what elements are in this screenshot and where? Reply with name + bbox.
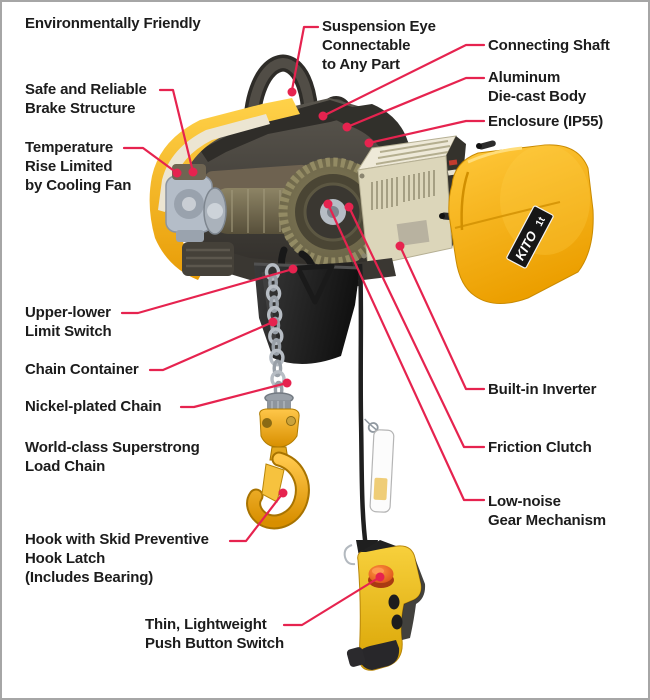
callout-dot-low-noise-gear-mechanism — [323, 199, 333, 209]
callout-label-chain-container: Chain Container — [25, 360, 139, 379]
callout-dot-connecting-shaft — [318, 111, 328, 121]
callout-label-line: Low-noise — [488, 493, 561, 510]
callout-label-line: Aluminum — [488, 69, 561, 86]
hook-assembly — [246, 392, 310, 530]
callout-dot-aluminum-die-cast-body — [342, 122, 352, 132]
callout-label-line: Upper-lower — [25, 304, 111, 321]
callout-label-nickel-plated-chain: Nickel-plated Chain — [25, 397, 162, 416]
callout-label-line: (Includes Bearing) — [25, 569, 154, 586]
callout-line-upper-lower-limit-switch — [120, 267, 295, 315]
callout-line-built-in-inverter — [398, 244, 486, 391]
up-button — [388, 594, 400, 610]
callout-label-line: Push Button Switch — [145, 635, 284, 652]
yellow-shell-cutaway — [149, 98, 300, 280]
callout-label-line: Built-in Inverter — [488, 381, 597, 398]
callout-label-line: Rise Limited — [25, 158, 113, 175]
yellow-cover: KITO 1t — [439, 140, 594, 304]
callout-label-line: Friction Clutch — [488, 439, 592, 456]
callout-label-line: Limit Switch — [25, 323, 112, 340]
callout-label-line: Hook Latch — [25, 550, 106, 567]
callout-line-aluminum-die-cast-body — [345, 76, 486, 129]
callout-dot-enclosure-ip55 — [364, 138, 374, 148]
callout-line-enclosure-ip55 — [367, 119, 486, 145]
chain-link — [268, 327, 284, 346]
callout-dot-safe-reliable-brake — [188, 167, 198, 177]
callout-label-friction-clutch: Friction Clutch — [488, 438, 592, 457]
cooling-vents — [371, 177, 398, 210]
callout-line-low-noise-gear-mechanism — [326, 202, 486, 502]
callout-label-line: Connecting Shaft — [488, 37, 610, 54]
callout-label-line: Nickel-plated Chain — [25, 398, 162, 415]
chain-link — [271, 337, 282, 356]
chain-link — [269, 348, 285, 367]
control-cable — [357, 263, 369, 549]
callout-label-line: Temperature — [25, 139, 114, 156]
spec-tag — [364, 418, 395, 513]
callout-dot-hook-skid-preventive-latch — [278, 488, 288, 498]
callout-layer — [120, 25, 486, 627]
callout-dot-built-in-inverter — [395, 241, 405, 251]
callout-dot-chain-container — [268, 317, 278, 327]
callout-line-safe-reliable-brake — [158, 88, 195, 174]
callout-label-enclosure-ip55: Enclosure (IP55) — [488, 112, 603, 131]
callout-line-temperature-cooling-fan — [122, 146, 179, 175]
callout-label-line: Enclosure (IP55) — [488, 113, 604, 130]
callout-line-friction-clutch — [347, 205, 486, 449]
callout-label-line: Die-cast Body — [488, 88, 587, 105]
chain-link — [265, 284, 282, 303]
callout-line-hook-skid-preventive-latch — [228, 491, 285, 543]
callout-label-line: Gear Mechanism — [488, 512, 606, 529]
chain-link — [269, 295, 279, 313]
callout-label-connecting-shaft: Connecting Shaft — [488, 36, 610, 55]
callout-label-line: to Any Part — [322, 56, 400, 73]
callout-label-line: Safe and Reliable — [25, 81, 147, 98]
callout-label-line: Connectable — [322, 37, 411, 54]
chain-link — [272, 359, 283, 378]
callout-label-line: Chain Container — [25, 361, 139, 378]
callout-line-connecting-shaft — [321, 43, 486, 118]
callout-label-line: Thin, Lightweight — [145, 616, 267, 633]
callout-label-line: Brake Structure — [25, 100, 136, 117]
cut-edge — [158, 114, 270, 212]
die-cast-body-cover — [320, 104, 415, 226]
callout-label-line: Load Chain — [25, 458, 106, 475]
callout-label-line: Environmentally Friendly — [25, 15, 201, 32]
callout-dot-friction-clutch — [344, 202, 354, 212]
callout-label-environmentally-friendly: Environmentally Friendly — [25, 14, 201, 33]
cable-clip — [343, 544, 356, 566]
callout-label-built-in-inverter: Built-in Inverter — [488, 380, 596, 399]
callout-dot-upper-lower-limit-switch — [288, 264, 298, 274]
callout-label-line: Suspension Eye — [322, 18, 436, 35]
callout-label-line: World-class Superstrong — [25, 439, 200, 456]
callout-label-line: by Cooling Fan — [25, 177, 132, 194]
down-button — [391, 614, 403, 630]
callout-dot-temperature-cooling-fan — [172, 168, 182, 178]
callout-dot-suspension-eye — [287, 87, 297, 97]
callout-dot-nickel-plated-chain — [282, 378, 292, 388]
callout-line-push-button-switch — [282, 575, 382, 627]
callout-line-nickel-plated-chain — [179, 381, 289, 409]
callout-dot-push-button-switch — [375, 572, 385, 582]
callout-label-line: Hook with Skid Preventive — [25, 531, 209, 548]
callout-line-suspension-eye — [290, 25, 320, 92]
callout-line-chain-container — [148, 320, 275, 372]
